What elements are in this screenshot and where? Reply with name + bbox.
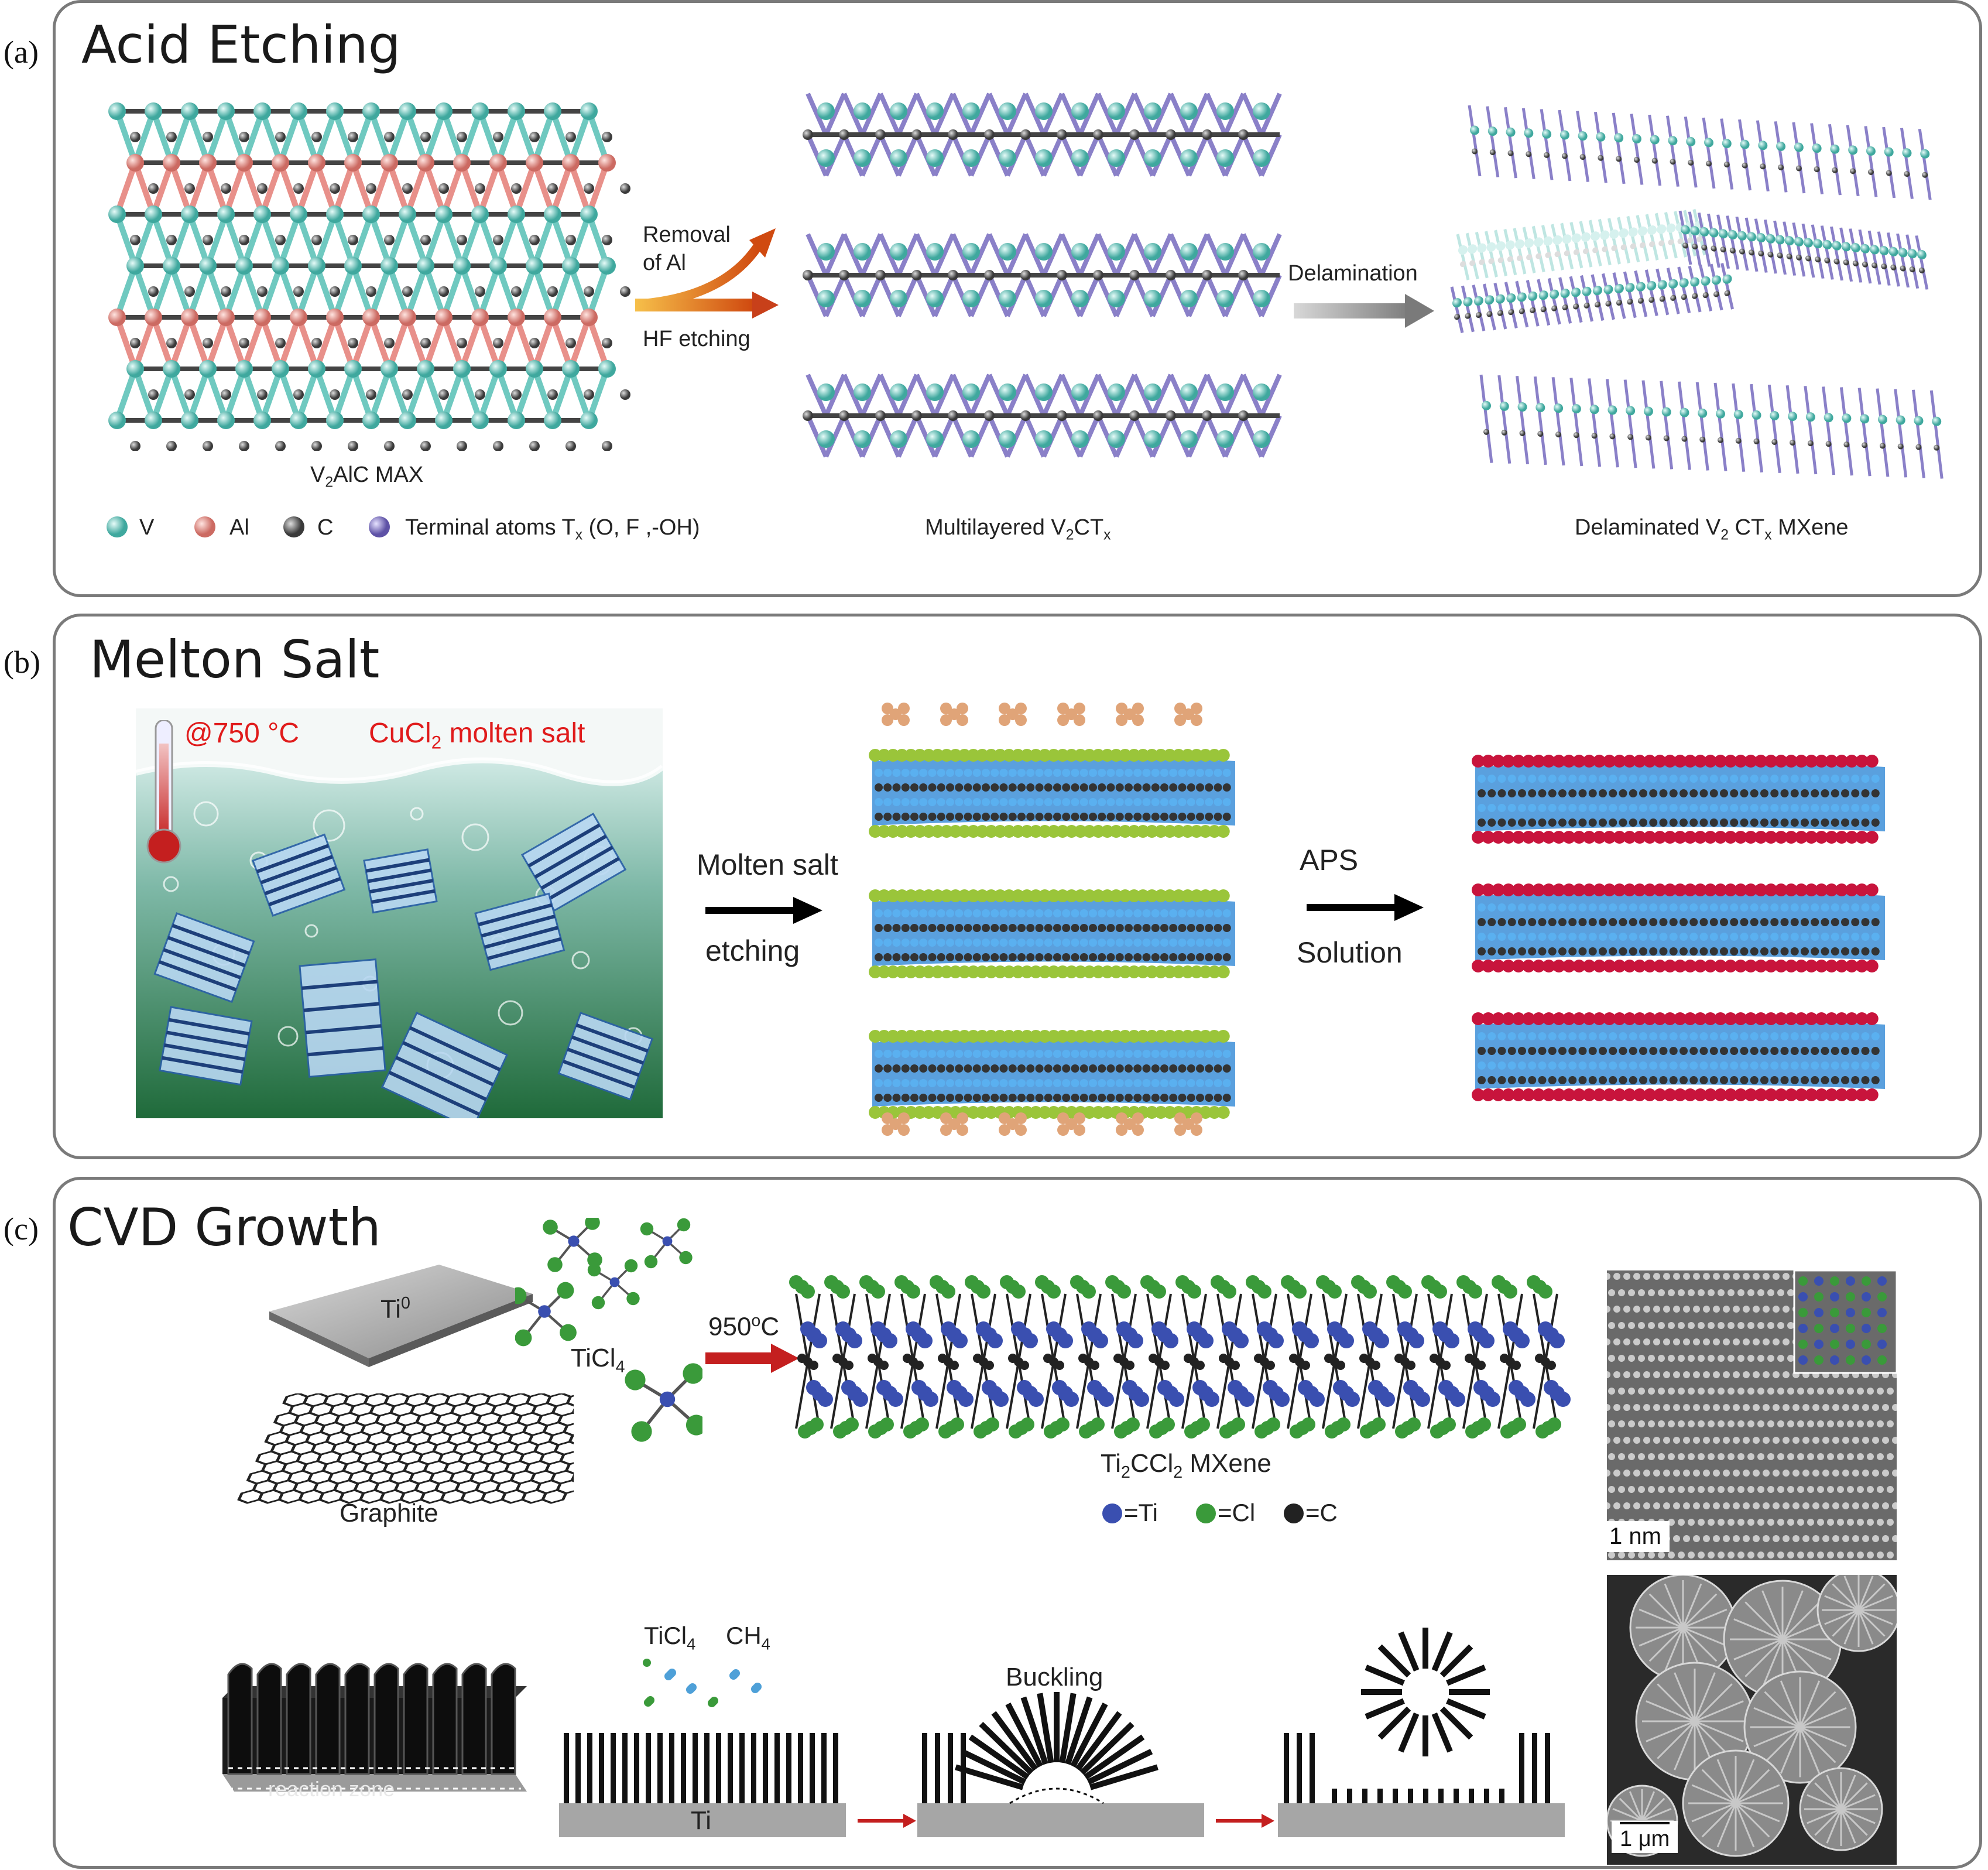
legend-c-atom-icon: [1284, 1503, 1304, 1523]
panel-c-letter: (c): [4, 1211, 39, 1246]
stem-image-svg: [1607, 1270, 1897, 1559]
molten-salt-arrow-bottom: etching: [705, 934, 800, 967]
stem-scale-label: 1 nm: [1607, 1521, 1670, 1552]
aps-arrow: [1307, 893, 1424, 922]
salt-label: CuCl2 molten salt: [369, 718, 585, 753]
molten-salt-arrow-top: Molten salt: [697, 848, 838, 881]
stem-image: 1 nm: [1607, 1270, 1897, 1560]
legend-al-label: Al: [229, 515, 249, 540]
substrate-ti-label: Ti: [691, 1806, 712, 1835]
gas-ch4-label: CH4: [726, 1622, 770, 1653]
ti0-label: Ti0: [381, 1294, 410, 1324]
growth-sequence-svg: [559, 1628, 1565, 1837]
delaminated-label: Delaminated V2 CTx MXene: [1575, 515, 1849, 543]
legend-c-icon: [283, 516, 304, 537]
ti2ccl2-label: Ti2CCl2 MXene: [1101, 1449, 1271, 1482]
panel-b-title: Melton Salt: [90, 629, 380, 690]
etched-layers-svg: [869, 703, 1235, 1136]
multilayer-svg: [803, 93, 1282, 458]
max-lattice-svg: [108, 102, 630, 451]
terminated-mxene-layers: [1463, 726, 1897, 1124]
legend-c-label: C: [317, 515, 334, 540]
growth-sequence: [559, 1628, 1578, 1838]
panel-c-title: CVD Growth: [67, 1197, 381, 1258]
temperature-label: @750 °C: [184, 718, 300, 749]
arrow1-label-hf: HF etching: [643, 327, 750, 351]
graphite-label: Graphite: [340, 1499, 438, 1527]
cvd-arrow: [705, 1344, 799, 1373]
aps-arrow-top: APS: [1300, 844, 1359, 876]
legend-cl-label: =Cl: [1218, 1499, 1256, 1526]
ticl4-molecules-svg: [515, 1218, 702, 1442]
sem-image: 1 μm: [1607, 1575, 1897, 1865]
etched-mxene-layers: [861, 703, 1247, 1153]
sem-scale-label: 1 μm: [1612, 1821, 1678, 1853]
multilayer-label: Multilayered V2CTx: [925, 515, 1111, 543]
etching-arrow: [635, 211, 787, 328]
molten-salt-bath-svg: [136, 708, 663, 1118]
delaminated-svg: [1450, 105, 1944, 479]
legend-v-label: V: [139, 515, 155, 540]
legend-c-atom-label: =C: [1305, 1499, 1338, 1526]
reaction-zone-block: [211, 1633, 539, 1809]
legend-terminal-icon: [369, 516, 390, 537]
legend-ti-label: =Ti: [1124, 1499, 1158, 1526]
legend-v-icon: [107, 516, 128, 537]
gas-ticl4-label: TiCl4: [644, 1622, 696, 1653]
graphite-sheet: [234, 1393, 574, 1505]
reaction-zone-label: reaction zone: [268, 1777, 395, 1801]
legend-a: V Al C Terminal atoms Tx (O, F ,-OH): [105, 511, 808, 546]
delamination-label: Delamination: [1288, 261, 1418, 286]
legend-terminal-label: Terminal atoms Tx (O, F ,-OH): [405, 515, 700, 543]
multilayered-v2ctx: [796, 76, 1282, 486]
reaction-zone-svg: [222, 1663, 527, 1792]
v2alc-max-structure: [105, 100, 644, 451]
thermometer-icon: [146, 720, 181, 864]
buckling-label: Buckling: [1006, 1663, 1103, 1691]
molten-salt-arrow: [705, 896, 822, 925]
ticl4-label: TiCl4: [571, 1344, 625, 1376]
panel-a-letter: (a): [4, 35, 39, 70]
temp-950-label: 950oC: [708, 1311, 780, 1341]
ti2ccl2-lattice: [784, 1259, 1586, 1452]
ticl4-molecules: [515, 1218, 702, 1464]
terminated-layers-svg: [1472, 755, 1885, 1101]
aps-arrow-bottom: Solution: [1297, 936, 1403, 969]
legend-cl-icon: [1196, 1503, 1216, 1523]
legend-al-icon: [194, 516, 215, 537]
graphite-svg: [237, 1393, 574, 1504]
ti0-sheet: [263, 1259, 539, 1382]
delaminated-v2ctx: [1446, 100, 1961, 486]
panel-a-title: Acid Etching: [81, 15, 401, 75]
legend-ti-icon: [1102, 1503, 1122, 1523]
delamination-arrow: [1294, 293, 1434, 328]
molten-salt-bath: [136, 708, 663, 1118]
arrow1-label-of-al: of Al: [643, 251, 686, 275]
arrow1-label-removal: Removal: [643, 222, 731, 247]
ti2ccl2-svg: [789, 1275, 1571, 1439]
panel-b-letter: (b): [4, 645, 40, 680]
max-label: V2AlC MAX: [310, 463, 424, 491]
